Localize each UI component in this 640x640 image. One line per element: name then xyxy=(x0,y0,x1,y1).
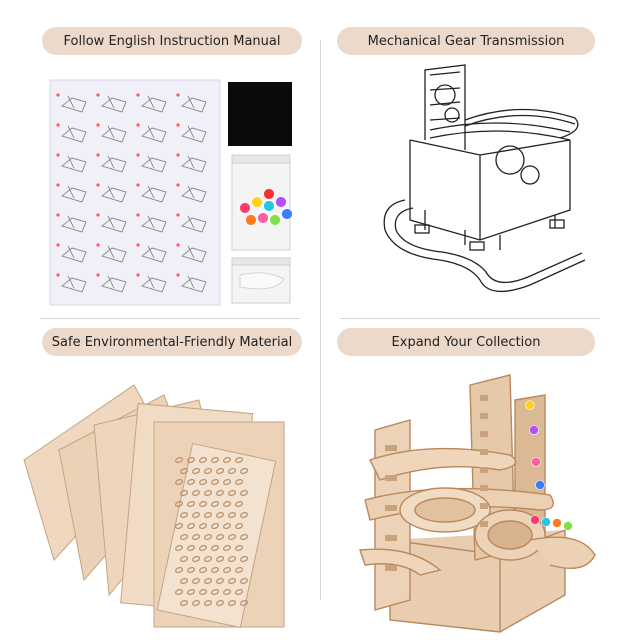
marble-run-photo xyxy=(359,374,596,633)
label-collection: Expand Your Collection xyxy=(337,328,595,356)
colored-beads xyxy=(239,188,293,226)
marbles xyxy=(525,400,573,531)
instruction-manual-photo xyxy=(49,79,293,306)
vertical-divider xyxy=(320,40,321,600)
wooden-sheets-photo xyxy=(23,384,285,629)
assembly-sketches xyxy=(56,93,207,293)
label-instruction-manual: Follow English Instruction Manual xyxy=(42,27,302,55)
label-material: Safe Environmental-Friendly Material xyxy=(42,328,302,356)
black-square-pad xyxy=(228,82,292,146)
label-gear-transmission: Mechanical Gear Transmission xyxy=(337,27,595,55)
frame-holes xyxy=(385,395,488,571)
horizontal-divider-left xyxy=(40,318,300,319)
instruction-sheet xyxy=(49,79,221,306)
cutout-holes xyxy=(175,457,248,606)
gear-transmission-drawing xyxy=(383,64,586,292)
horizontal-divider-right xyxy=(340,318,600,319)
